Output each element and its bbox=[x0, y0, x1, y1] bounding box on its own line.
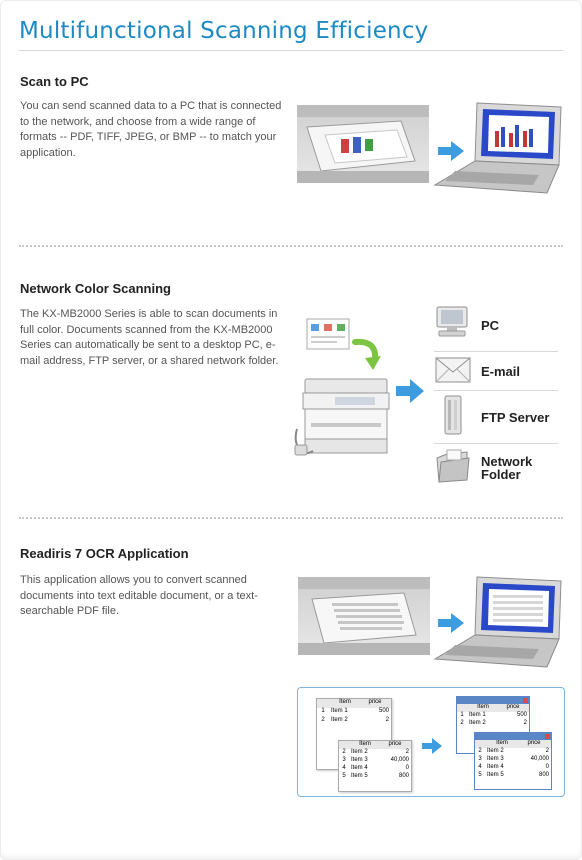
table-cell: 2 bbox=[545, 748, 549, 754]
table-cell: 800 bbox=[398, 773, 409, 779]
destination-divider bbox=[434, 390, 558, 391]
destination-network-folder-label: Network Folder bbox=[481, 454, 533, 482]
table-cell: Item 1 bbox=[469, 712, 486, 718]
destination-ftp-server-label: FTP Server bbox=[481, 410, 550, 425]
laptop-image bbox=[433, 102, 562, 194]
table-header: price bbox=[388, 741, 402, 747]
ocr-conversion-panel: Item price 1 Item 1 500 2 Item 2 2 Item … bbox=[297, 687, 565, 797]
table-cell: Item 2 bbox=[469, 720, 486, 726]
arrow-icon bbox=[438, 141, 464, 161]
section-title-readiris-ocr: Readiris 7 OCR Application bbox=[20, 546, 189, 561]
green-arrow-icon bbox=[352, 338, 381, 370]
section-divider bbox=[19, 517, 563, 519]
table-cell: Item 1 bbox=[331, 708, 348, 714]
table-cell: 5 bbox=[342, 773, 346, 779]
table-cell: Item 4 bbox=[351, 765, 368, 771]
destination-divider bbox=[434, 443, 558, 444]
table-cell: 40,000 bbox=[390, 757, 409, 763]
table-cell: 3 bbox=[342, 757, 346, 763]
arrow-icon bbox=[396, 379, 424, 403]
table-cell: Item 5 bbox=[487, 772, 504, 778]
folder-icon bbox=[436, 449, 470, 483]
table-cell: Item 2 bbox=[487, 748, 504, 754]
table-cell: 2 bbox=[342, 749, 346, 755]
table-cell: Item 4 bbox=[487, 764, 504, 770]
table-cell: 40,000 bbox=[530, 756, 549, 762]
server-icon bbox=[444, 395, 462, 435]
table-cell: 2 bbox=[405, 749, 409, 755]
table-cell: Item 2 bbox=[331, 717, 348, 723]
table-cell: 1 bbox=[321, 708, 325, 714]
table-cell: 2 bbox=[478, 748, 482, 754]
table-cell: 500 bbox=[378, 708, 389, 714]
table-header: Item bbox=[339, 699, 351, 705]
envelope-icon bbox=[435, 357, 471, 383]
arrow-icon bbox=[422, 738, 442, 754]
scanner-bed-image bbox=[297, 105, 429, 183]
section-divider bbox=[19, 245, 563, 247]
table-cell: Item 2 bbox=[351, 749, 368, 755]
table-cell: 800 bbox=[538, 772, 549, 778]
close-icon bbox=[523, 698, 528, 703]
monitor-icon bbox=[436, 306, 468, 337]
table-header: Item bbox=[477, 704, 489, 710]
table-header: price bbox=[527, 740, 541, 746]
destination-pc-label: PC bbox=[481, 318, 500, 333]
table-header: Item bbox=[359, 741, 371, 747]
table-header: Item bbox=[496, 740, 508, 746]
table-cell: 0 bbox=[545, 764, 549, 770]
table-cell: Item 5 bbox=[351, 773, 368, 779]
table-cell: 1 bbox=[460, 712, 464, 718]
page-title: Multifunctional Scanning Efficiency bbox=[19, 18, 429, 44]
table-cell: 2 bbox=[321, 717, 325, 723]
table-cell: 4 bbox=[478, 764, 482, 770]
section-text-network-color-scanning: The KX-MB2000 Series is able to scan doc… bbox=[20, 308, 279, 367]
table-header: price bbox=[506, 704, 520, 710]
section-text-readiris-ocr: This application allows you to convert s… bbox=[20, 574, 258, 617]
scanner-bed-image bbox=[298, 577, 430, 655]
color-document-image bbox=[306, 318, 350, 350]
table-cell: Item 3 bbox=[487, 756, 504, 762]
table-header: price bbox=[368, 699, 382, 705]
table-cell: 0 bbox=[405, 765, 409, 771]
title-divider bbox=[19, 50, 563, 51]
table-cell: 500 bbox=[516, 712, 527, 718]
section-title-network-color-scanning: Network Color Scanning bbox=[20, 281, 171, 296]
section-title-scan-to-pc: Scan to PC bbox=[20, 74, 89, 89]
table-cell: 5 bbox=[478, 772, 482, 778]
table-cell: 4 bbox=[342, 765, 346, 771]
table-cell: Item 3 bbox=[351, 757, 368, 763]
table-cell: 2 bbox=[460, 720, 464, 726]
table-cell: 2 bbox=[523, 720, 527, 726]
mfp-printer-image bbox=[294, 378, 390, 456]
destination-divider bbox=[434, 351, 558, 352]
table-cell: 3 bbox=[478, 756, 482, 762]
close-icon bbox=[545, 734, 550, 739]
laptop-image bbox=[433, 576, 562, 668]
arrow-icon bbox=[438, 613, 464, 633]
destination-email-label: E-mail bbox=[481, 364, 521, 379]
section-text-scan-to-pc: You can send scanned data to a PC that i… bbox=[20, 100, 282, 159]
table-cell: 2 bbox=[385, 717, 389, 723]
